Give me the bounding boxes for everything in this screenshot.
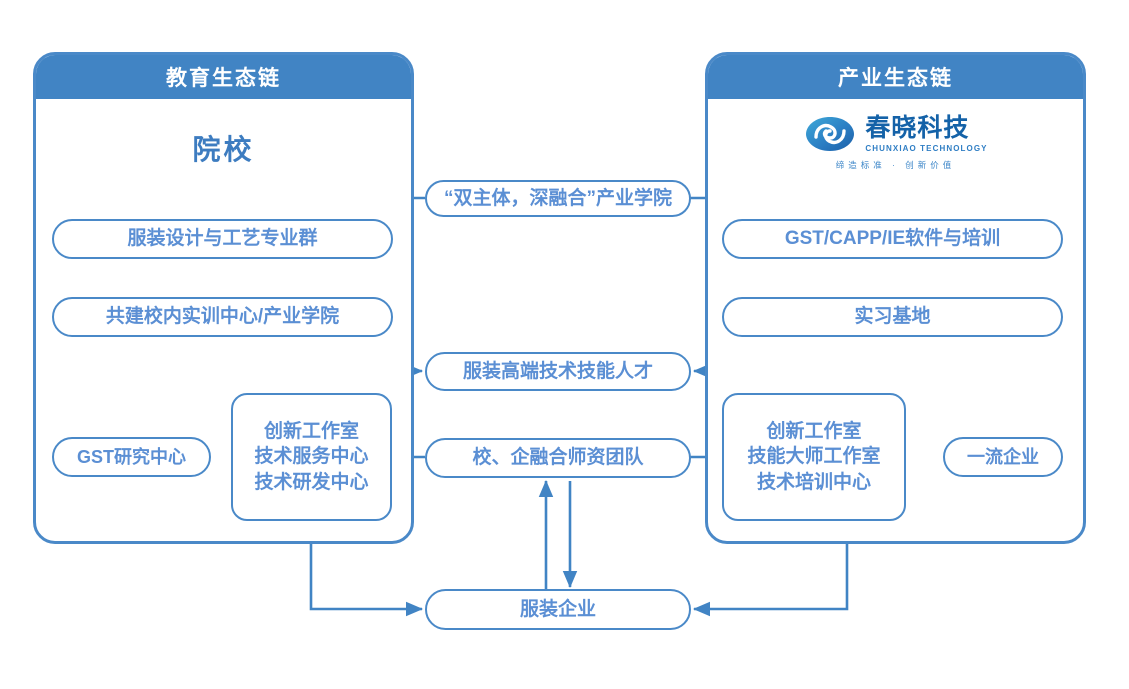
education-panel-title: 教育生态链 [166, 67, 281, 90]
major-group-node[interactable]: 服装设计与工艺专业群 [52, 219, 393, 259]
industry-college-node[interactable]: “双主体，深融合”产业学院 [425, 180, 691, 217]
industry-studio-box[interactable]: 创新工作室 技能大师工作室 技术培训中心 [722, 393, 906, 521]
top-enterprise-label: 一流企业 [967, 446, 1039, 467]
school-studio-line-1: 创新工作室 [263, 420, 359, 442]
industry-studio-line-1: 创新工作室 [766, 420, 862, 442]
software-training-node[interactable]: GST/CAPP/IE软件与培训 [722, 219, 1063, 259]
apparel-enterprise-label: 服装企业 [519, 598, 596, 620]
internship-base-node[interactable]: 实习基地 [722, 297, 1063, 337]
talent-node[interactable]: 服装高端技术技能人才 [425, 352, 691, 391]
apparel-enterprise-node[interactable]: 服装企业 [425, 589, 691, 630]
internship-base-label: 实习基地 [854, 306, 931, 328]
school-studio-box[interactable]: 创新工作室 技术服务中心 技术研发中心 [231, 393, 392, 521]
school-section-title: 院校 [192, 134, 255, 165]
faculty-team-node[interactable]: 校、企融合师资团队 [425, 438, 691, 478]
training-center-label: 共建校内实训中心/产业学院 [105, 306, 340, 328]
eye-swirl-logo-icon [806, 117, 855, 151]
training-center-node[interactable]: 共建校内实训中心/产业学院 [52, 297, 393, 337]
gst-research-center-label: GST研究中心 [76, 446, 186, 467]
talent-label: 服装高端技术技能人才 [462, 360, 653, 382]
industry-studio-line-2: 技能大师工作室 [747, 446, 881, 468]
industry-studio-line-3: 技术培训中心 [756, 471, 871, 493]
top-enterprise-node[interactable]: 一流企业 [943, 437, 1063, 477]
industry-panel-title: 产业生态链 [838, 67, 953, 90]
education-panel-header: 教育生态链 [36, 55, 411, 99]
industry-college-label: “双主体，深融合”产业学院 [443, 187, 672, 209]
major-group-label: 服装设计与工艺专业群 [127, 228, 318, 250]
logo-tagline: 缔造标准 · 创新价值 [835, 160, 956, 170]
logo-name-cn: 春晓科技 [865, 113, 970, 142]
logo-name-en: CHUNXIAO TECHNOLOGY [865, 143, 988, 153]
school-studio-line-2: 技术服务中心 [254, 446, 369, 468]
school-studio-line-3: 技术研发中心 [254, 471, 369, 493]
industry-panel-header: 产业生态链 [708, 55, 1083, 99]
gst-research-center-node[interactable]: GST研究中心 [52, 437, 211, 477]
software-training-label: GST/CAPP/IE软件与培训 [784, 228, 1001, 250]
faculty-team-label: 校、企融合师资团队 [472, 447, 644, 469]
chunxiao-logo: 春晓科技 CHUNXIAO TECHNOLOGY 缔造标准 · 创新价值 [705, 114, 1086, 171]
